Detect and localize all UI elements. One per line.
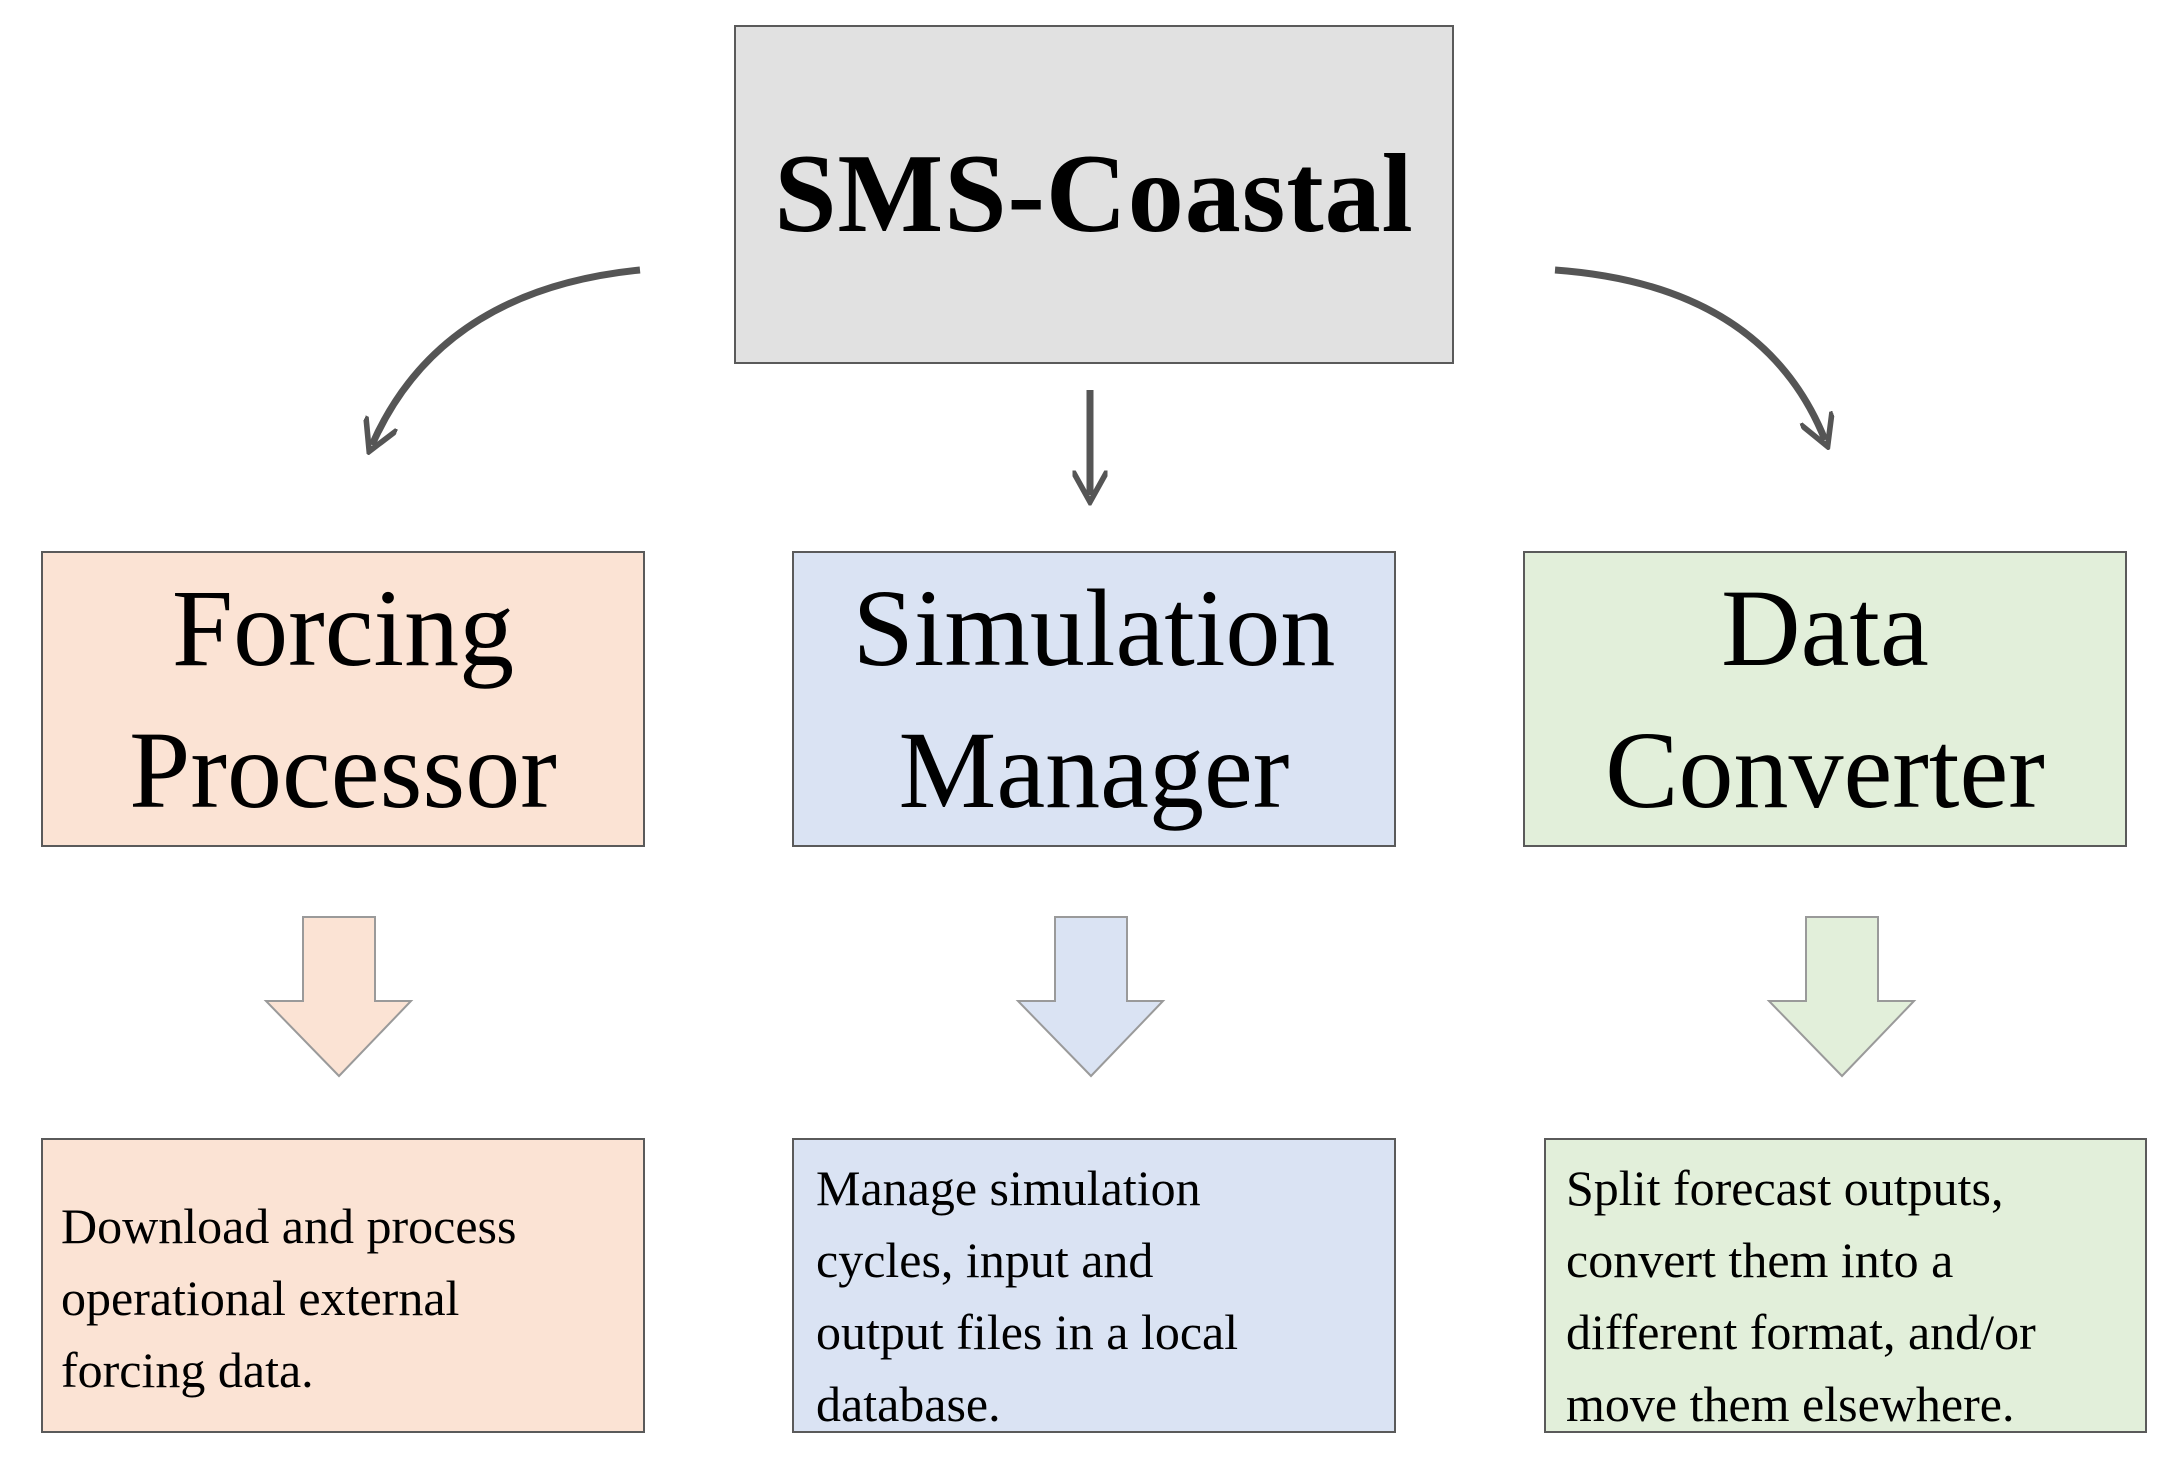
description-line: operational external (61, 1270, 460, 1326)
description-line: forcing data. (61, 1342, 314, 1398)
description-line: move them elsewhere. (1566, 1376, 2015, 1432)
curved-arrow-right (1554, 266, 1825, 440)
simulation-manager-box: Simulation Manager (792, 551, 1396, 847)
description-line: Download and process (61, 1198, 517, 1254)
data-converter-box: Data Converter (1523, 551, 2127, 847)
module-name-line: Converter (1605, 709, 2045, 831)
description-line: database. (816, 1376, 1001, 1432)
sms-coastal-box: SMS-Coastal (734, 25, 1454, 364)
module-name-line: Processor (129, 709, 557, 831)
diagram-title: SMS-Coastal (774, 132, 1414, 256)
module-name-line: Simulation (852, 567, 1336, 689)
module-name-line: Data (1721, 567, 1929, 689)
module-name-line: Manager (898, 709, 1290, 831)
block-arrow-forcing (263, 916, 414, 1078)
block-arrow-simulation (1015, 916, 1166, 1078)
description-line: output files in a local (816, 1304, 1239, 1360)
description-line: cycles, input and (816, 1232, 1154, 1288)
description-line: Manage simulation (816, 1160, 1201, 1216)
module-name-line: Forcing (171, 567, 515, 689)
description-line: different format, and/or (1566, 1304, 2036, 1360)
curved-arrow-left (372, 266, 641, 445)
forcing-processor-box: Forcing Processor (41, 551, 645, 847)
data-converter-description: Split forecast outputs, convert them int… (1544, 1138, 2147, 1433)
forcing-processor-description: Download and process operational externa… (41, 1138, 645, 1433)
block-arrow-data (1766, 916, 1917, 1078)
description-line: Split forecast outputs, (1566, 1160, 2004, 1216)
description-line: convert them into a (1566, 1232, 1954, 1288)
simulation-manager-description: Manage simulation cycles, input and outp… (792, 1138, 1396, 1433)
